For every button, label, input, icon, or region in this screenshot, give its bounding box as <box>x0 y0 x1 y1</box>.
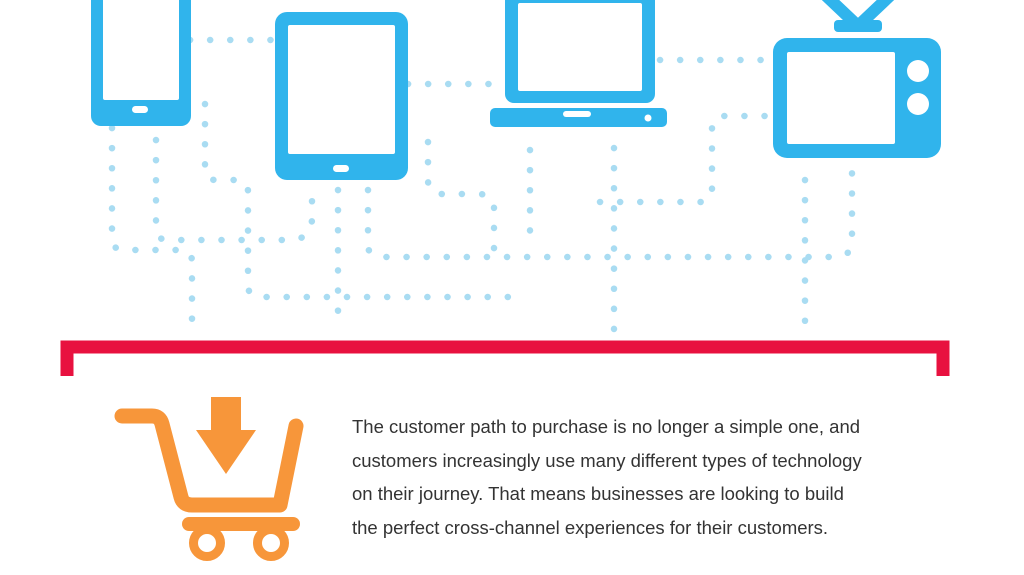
laptop-icon <box>490 0 667 127</box>
description-line: on their journey. That means businesses … <box>352 483 844 504</box>
connector-path <box>108 124 196 326</box>
bracket-divider <box>60 340 950 376</box>
description-line: the perfect cross-channel experiences fo… <box>352 516 829 538</box>
description-line: The customer path to purchase is no long… <box>352 416 861 437</box>
connector-paths <box>108 36 856 340</box>
connector-path <box>364 154 856 261</box>
description-paragraph: The customer path to purchase is no long… <box>352 410 952 544</box>
smartphone-icon <box>91 0 191 126</box>
television-icon <box>773 0 941 158</box>
connector-path <box>424 138 498 254</box>
connector-path <box>596 112 774 206</box>
tablet-icon <box>275 12 408 180</box>
description-line: customers increasingly use many differen… <box>352 449 862 471</box>
shopping-cart-download-icon <box>114 397 304 561</box>
